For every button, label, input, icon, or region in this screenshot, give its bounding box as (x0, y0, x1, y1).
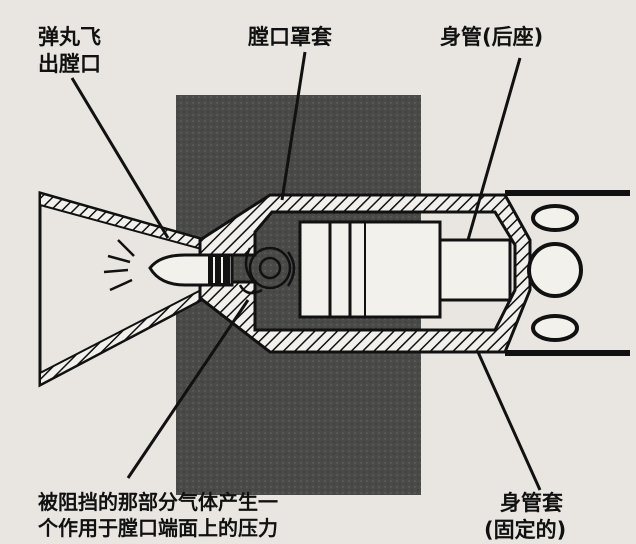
leader-barrel-sleeve (476, 351, 542, 491)
label-muzzle-cover: 膛口罩套 (248, 25, 332, 49)
sleeve-slot-middle (527, 242, 583, 298)
label-bullet-exit-line1: 弹丸飞 (38, 25, 101, 49)
exhaust-lines (103, 239, 135, 292)
leader-barrel (466, 57, 522, 241)
gas-swirl (238, 246, 296, 295)
label-blocked-gas-line2: 个作用于膛口端面上的压力 (37, 516, 278, 540)
leader-muzzle-cover (280, 51, 307, 201)
sleeve-slot-top (531, 204, 579, 232)
bullet (148, 253, 234, 287)
label-barrel-sleeve-line1: 身管套 (500, 491, 563, 515)
barrel-body (298, 220, 442, 319)
label-barrel-sleeve-line2: (固定的) (484, 518, 566, 542)
leader-blocked-gas (126, 299, 250, 479)
sleeve-slot-bottom (531, 314, 579, 342)
label-bullet-exit-line2: 出膛口 (38, 52, 101, 76)
muzzle-cover-shell (198, 193, 532, 354)
label-barrel-recoil: 身管(后座) (440, 25, 543, 49)
label-blocked-gas-line1: 被阻挡的那部分气体产生一 (38, 490, 278, 514)
barrel-sleeve-rail-top (505, 190, 630, 196)
barrel-sleeve-rail-bottom (505, 350, 630, 356)
barrel-rear-stem (438, 238, 512, 302)
leader-bullet-exit (70, 77, 170, 239)
leader-lines (70, 51, 542, 491)
